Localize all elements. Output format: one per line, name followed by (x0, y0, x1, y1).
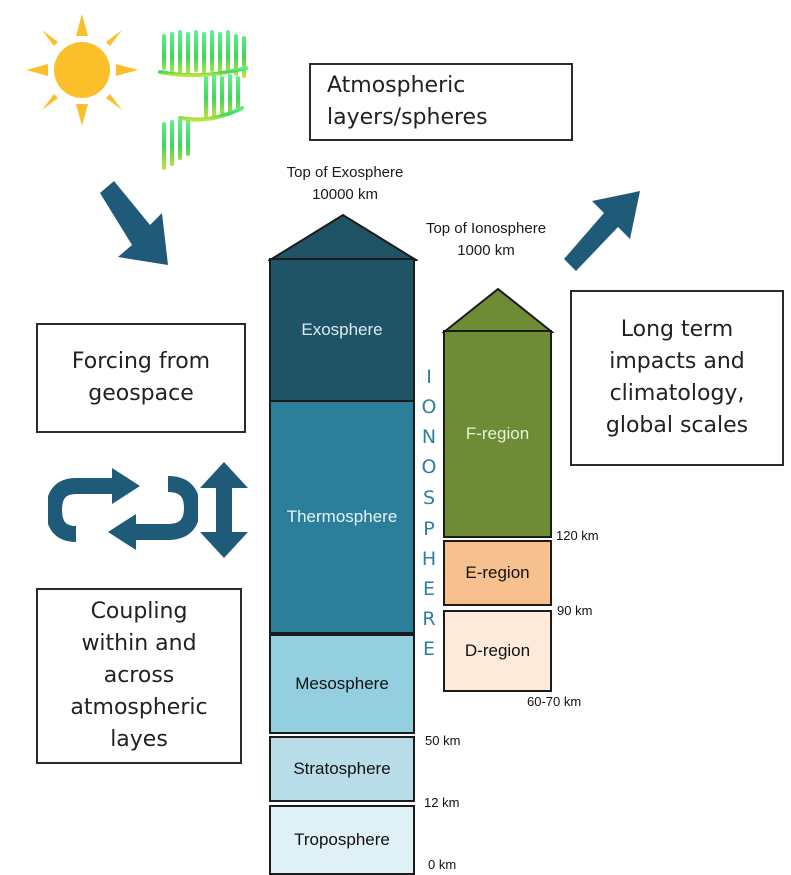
arrow-down-right-icon (100, 181, 168, 265)
coupling-box: Coupling within and across atmospheric l… (36, 588, 242, 764)
altitude-0km: 0 km (428, 857, 457, 872)
altitude-60-70km: 60-70 km (527, 694, 582, 709)
exosphere-roof (268, 213, 418, 261)
forcing-text: Forcing from geospace (71, 349, 211, 406)
region-e: E-region (443, 540, 552, 606)
cycle-arrows-icon (48, 468, 198, 550)
arrow-up-right-icon (564, 191, 640, 271)
double-vertical-arrow-icon (200, 462, 248, 558)
top-ionosphere-label: Top of Ionosphere 1000 km (425, 220, 547, 259)
altitude-90km: 90 km (557, 603, 593, 618)
region-f: F-region (443, 330, 552, 538)
layer-exosphere: Exosphere (269, 258, 415, 402)
altitude-120km: 120 km (556, 528, 599, 543)
altitude-12km: 12 km (424, 795, 460, 810)
altitude-50km: 50 km (425, 733, 461, 748)
aurora-icon (158, 30, 248, 170)
layer-troposphere: Troposphere (269, 805, 415, 875)
coupling-text: Coupling within and across atmospheric l… (70, 599, 208, 752)
longterm-box: Long term impacts and climatology, globa… (570, 290, 784, 466)
f-region-roof (442, 287, 554, 333)
forcing-box: Forcing from geospace (36, 323, 246, 433)
title-box: Atmospheric layers/spheres (309, 63, 573, 141)
title-text: Atmospheric layers/spheres (327, 73, 488, 130)
sun-icon (26, 14, 138, 126)
longterm-text: Long term impacts and climatology, globa… (605, 317, 749, 438)
layer-mesosphere: Mesosphere (269, 634, 415, 734)
region-d: D-region (443, 610, 552, 692)
layer-stratosphere: Stratosphere (269, 736, 415, 802)
top-exosphere-label: Top of Exosphere 10000 km (286, 164, 404, 203)
layer-thermosphere: Thermosphere (269, 400, 415, 634)
